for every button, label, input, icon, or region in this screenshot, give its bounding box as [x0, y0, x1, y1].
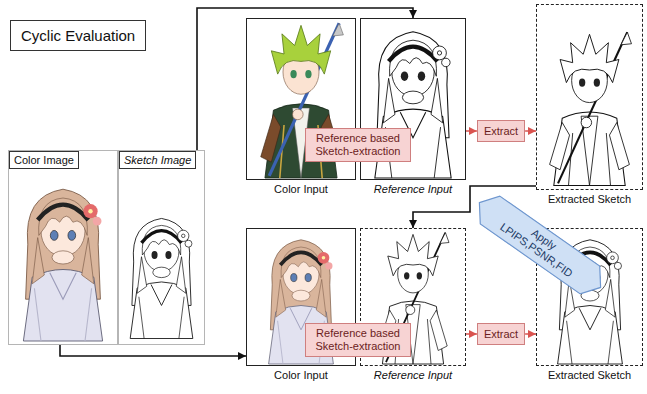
- title-box: Cyclic Evaluation: [10, 20, 146, 51]
- process-text: Extract: [484, 124, 518, 138]
- connector-arrow: [60, 345, 246, 356]
- panel-caption: Color Input: [274, 182, 328, 196]
- connector-arrow: [525, 130, 536, 132]
- process-text: Extract: [484, 327, 518, 341]
- panel-caption: Reference Input: [374, 182, 452, 196]
- band-shape: [470, 189, 611, 302]
- girl-color-figure: [23, 189, 102, 341]
- process-box: Reference based Sketch-extraction: [305, 128, 411, 162]
- process-text: Reference based Sketch-extraction: [312, 327, 404, 353]
- panel-caption: Extracted Sketch: [548, 192, 631, 206]
- process-box: Reference based Sketch-extraction: [305, 323, 411, 357]
- panel-label: Sketch Image: [119, 151, 196, 169]
- connector-arrow: [466, 333, 477, 335]
- panel-label: Color Image: [9, 151, 79, 169]
- process-box: Extract: [477, 120, 525, 142]
- panel-caption: Extracted Sketch: [548, 368, 631, 382]
- process-box: Extract: [477, 323, 525, 345]
- image-panel: Color Image: [8, 150, 118, 345]
- metric-text: Apply LPIPS,PSNR,FID: [492, 206, 589, 285]
- connector-arrow: [525, 333, 536, 335]
- panel-caption: Reference Input: [374, 368, 452, 382]
- process-text: Reference based Sketch-extraction: [312, 132, 404, 158]
- connector-arrow: [466, 130, 477, 132]
- image-panel: Sketch Image: [118, 150, 205, 345]
- boy-sketch-figure: [550, 32, 632, 185]
- image-panel: Extracted Sketch: [536, 4, 643, 190]
- panel-caption: Color Input: [274, 368, 328, 382]
- girl-sketch-figure: [130, 218, 193, 338]
